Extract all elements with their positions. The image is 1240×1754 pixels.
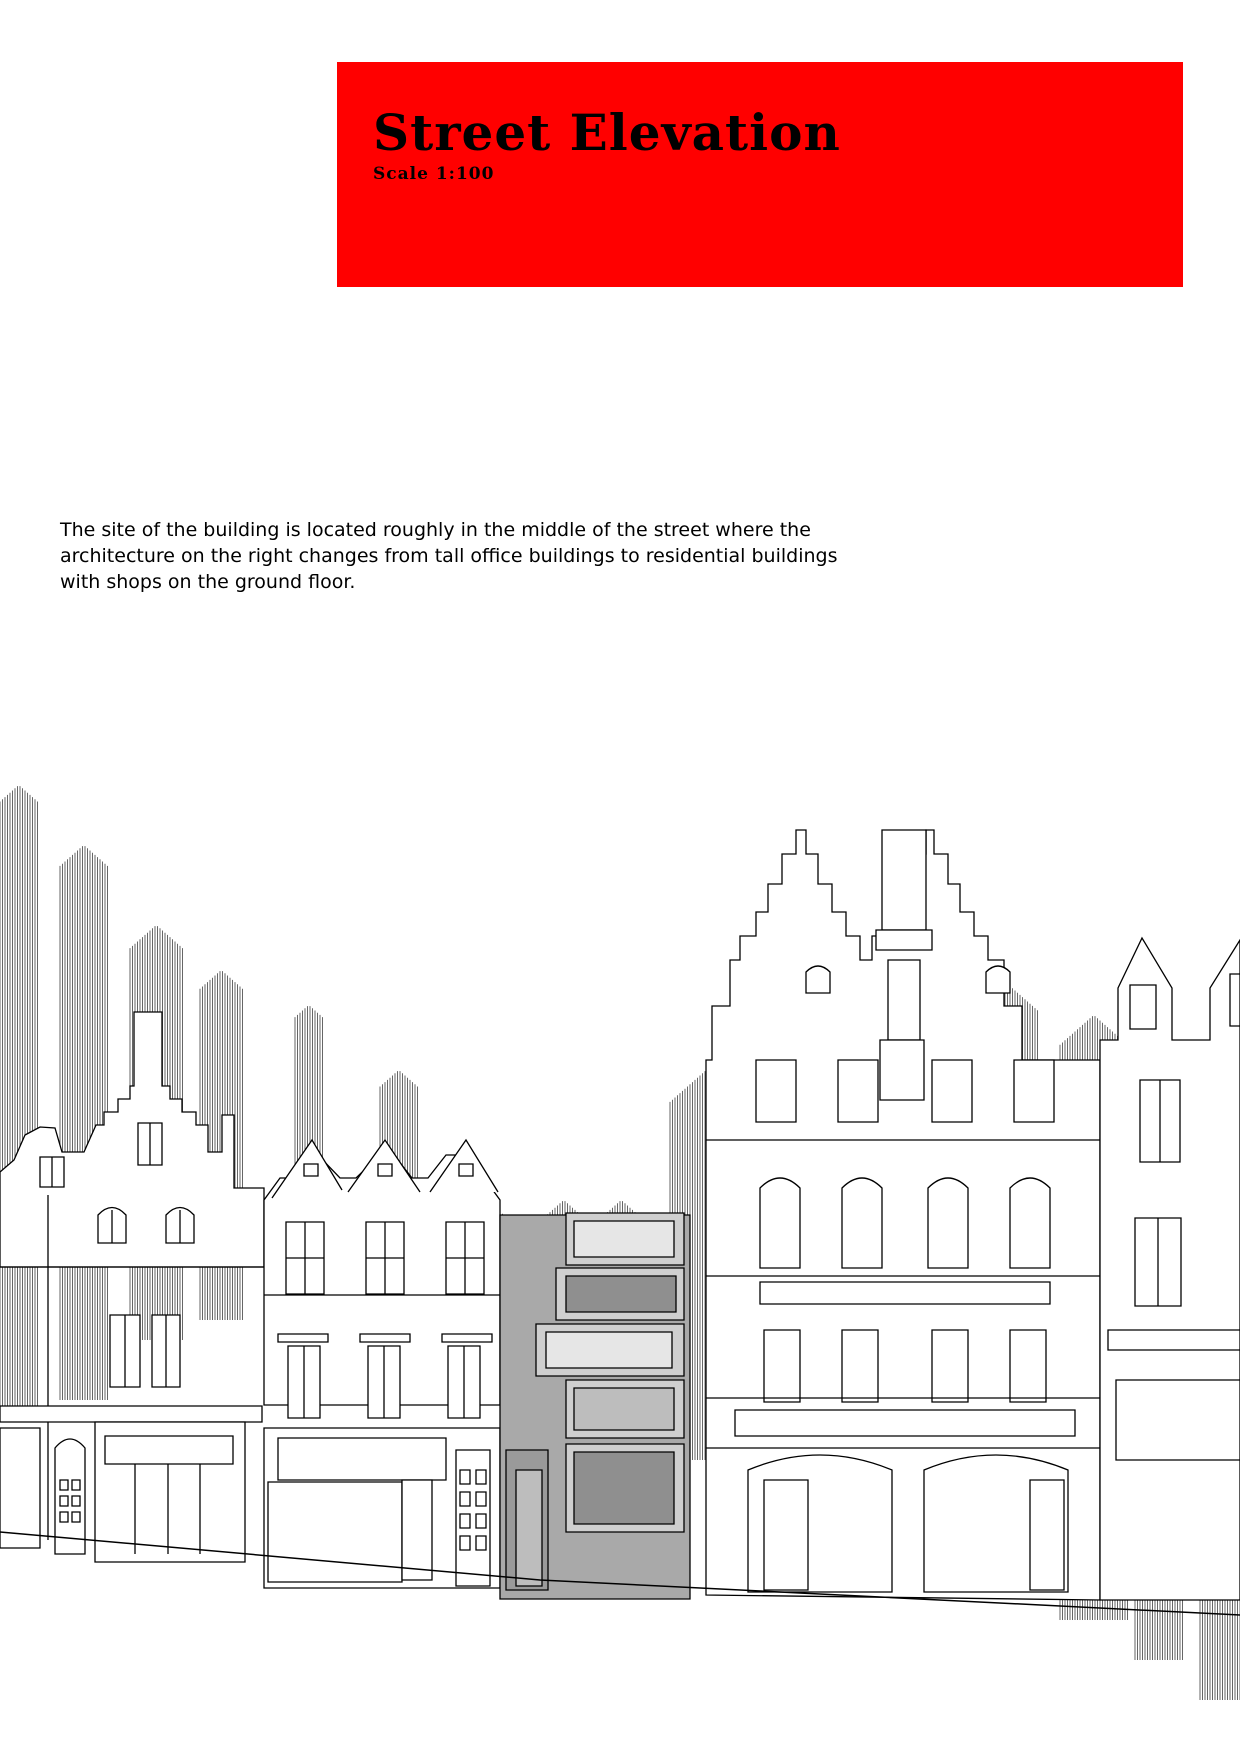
drawing-scale: Scale 1:100 <box>373 164 495 184</box>
building-three-gables <box>264 1140 500 1588</box>
site-description: The site of the building is located roug… <box>60 519 838 593</box>
building-right-dormers <box>1100 938 1240 1600</box>
ground-line <box>0 1532 1240 1615</box>
building-left-stepped-gable <box>0 1012 264 1562</box>
title-block: Street Elevation Scale 1:100 <box>337 62 1183 287</box>
drawing-title: Street Elevation <box>373 103 841 162</box>
new-building-site <box>500 1213 690 1599</box>
street-elevation-drawing <box>0 640 1240 1754</box>
building-large-twin-gables <box>706 830 1100 1600</box>
